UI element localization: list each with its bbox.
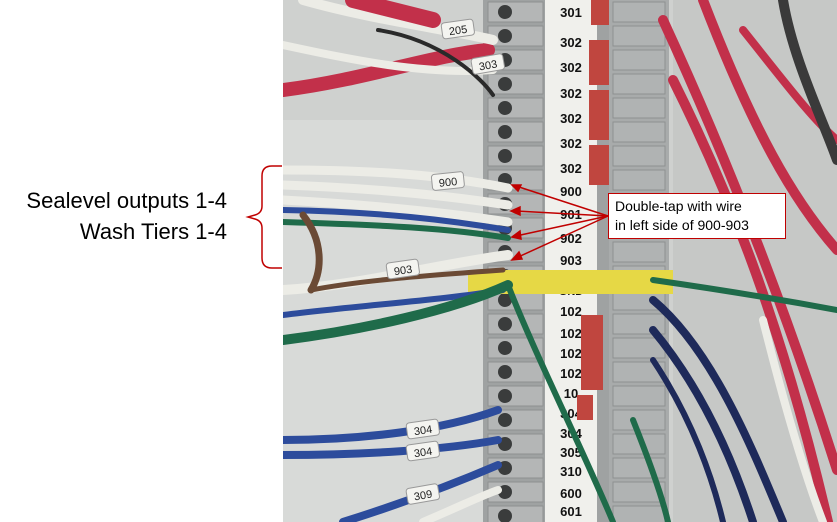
terminal-screw-hole [498, 317, 512, 331]
svg-text:903: 903 [393, 264, 413, 278]
terminal-label: 102 [560, 366, 582, 381]
terminal-screw-hole [498, 5, 512, 19]
terminal-label: 600 [560, 486, 582, 501]
double-tap-callout: Double-tap with wire in left side of 900… [608, 193, 786, 239]
terminal-label: 302 [560, 136, 582, 151]
wire-tag: 205 [440, 18, 475, 40]
svg-text:304: 304 [413, 446, 433, 460]
terminal-label: 310 [560, 464, 582, 479]
terminal-block-photo: 301302302302302302302900901902903GND1021… [283, 0, 837, 522]
callout-line-1: Double-tap with wire [615, 198, 742, 214]
svg-text:205: 205 [448, 24, 468, 38]
terminal-label: 305 [560, 445, 582, 460]
svg-text:304: 304 [413, 424, 433, 438]
svg-text:309: 309 [413, 488, 433, 503]
terminal-label: 601 [560, 504, 582, 519]
sealevel-outputs-label: Sealevel outputs 1-4 [26, 188, 227, 213]
terminal-screw-hole [498, 101, 512, 115]
right-terminal-slot [612, 121, 666, 143]
terminal-label: 903 [560, 253, 582, 268]
terminal-screw-hole [498, 389, 512, 403]
right-terminal-slot [612, 49, 666, 71]
wash-tiers-label: Wash Tiers 1-4 [79, 219, 227, 244]
right-terminal-slot [612, 1, 666, 23]
terminal-screw-hole [498, 413, 512, 427]
terminal-screw-hole [498, 509, 512, 522]
wire-tag: 304 [405, 440, 440, 462]
terminal-screw-hole [498, 29, 512, 43]
terminal-label: 900 [560, 184, 582, 199]
terminal-label: 302 [560, 86, 582, 101]
right-terminal-slot [612, 169, 666, 191]
terminal-label: 10 [564, 386, 578, 401]
right-terminal-slot [612, 385, 666, 407]
wire-tag: 304 [405, 418, 440, 440]
terminal-label: 302 [560, 60, 582, 75]
right-terminal-slot [612, 361, 666, 383]
wire-tag: 903 [385, 258, 420, 280]
terminal-screw-hole [498, 149, 512, 163]
right-terminal-slot [612, 145, 666, 167]
svg-text:303: 303 [478, 58, 498, 73]
terminal-screw-hole [498, 125, 512, 139]
terminal-screw-hole [498, 341, 512, 355]
terminal-label: 302 [560, 161, 582, 176]
terminal-label: 302 [560, 35, 582, 50]
terminal-screw-hole [498, 293, 512, 307]
right-terminal-slot [612, 73, 666, 95]
terminal-screw-hole [498, 365, 512, 379]
right-terminal-slot [612, 241, 666, 263]
right-terminal-slot [612, 97, 666, 119]
wire-tag: 900 [430, 171, 465, 191]
left-brace [245, 165, 282, 269]
photo-drawing: 301302302302302302302900901902903GND1021… [283, 0, 837, 522]
wire-tag: 303 [470, 53, 505, 75]
terminal-label: 102 [560, 326, 582, 341]
callout-line-2: in left side of 900-903 [615, 217, 749, 233]
terminal-label: 301 [560, 5, 582, 20]
terminal-label: 102 [560, 304, 582, 319]
terminal-label: 302 [560, 111, 582, 126]
terminal-screw-hole [498, 77, 512, 91]
callout-arrows [509, 184, 609, 261]
terminal-label: 102 [560, 346, 582, 361]
right-terminal-slot [612, 481, 666, 503]
wire-tag: 309 [405, 483, 440, 505]
svg-text:900: 900 [438, 176, 458, 190]
